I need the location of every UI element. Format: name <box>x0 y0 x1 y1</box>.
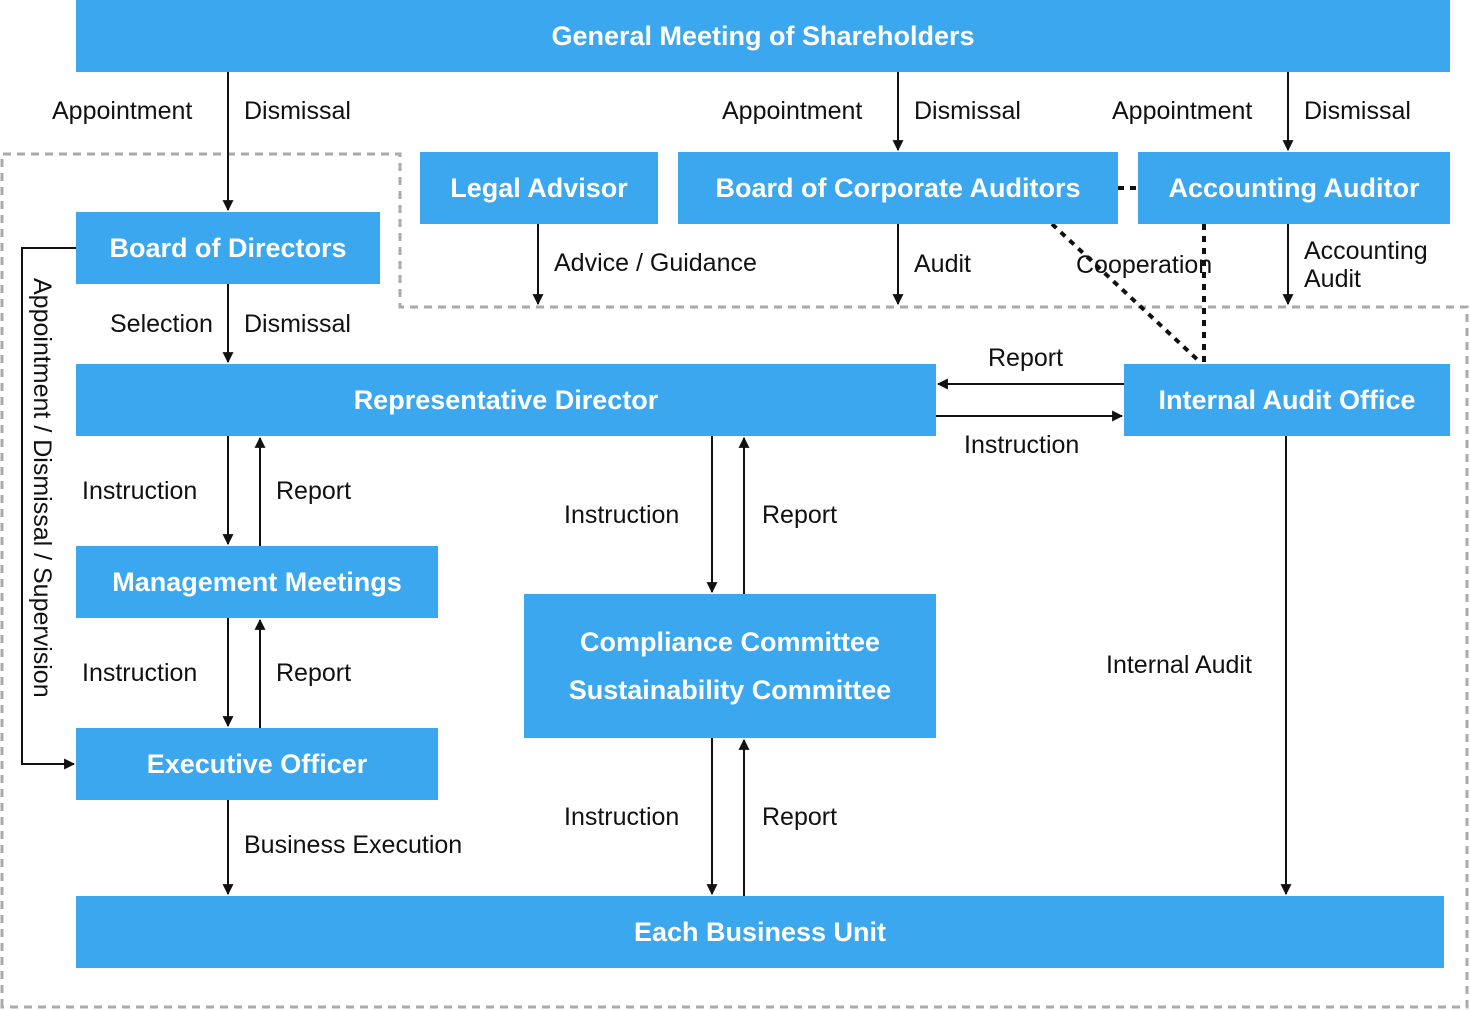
box-accounting-auditor: Accounting Auditor <box>1138 152 1450 224</box>
box-business-unit: Each Business Unit <box>76 896 1444 968</box>
label-internal-audit: Internal Audit <box>1106 651 1252 679</box>
box-corporate-auditors-label: Board of Corporate Auditors <box>715 173 1081 203</box>
audit-scope-border <box>0 152 1469 1009</box>
box-board-of-directors-label: Board of Directors <box>109 233 347 263</box>
arrow-board-to-executive <box>21 247 76 770</box>
box-shareholders: General Meeting of Shareholders <box>76 0 1450 72</box>
label-report-exec: Report <box>276 659 352 687</box>
box-board-of-directors: Board of Directors <box>76 212 380 284</box>
label-business-execution: Business Execution <box>244 831 463 859</box>
box-committees: Compliance Committee Sustainability Comm… <box>524 594 936 738</box>
box-executive-officer-label: Executive Officer <box>146 749 368 779</box>
label-appointment-auditors: Appointment <box>722 97 863 125</box>
label-cooperation: Cooperation <box>1076 251 1213 279</box>
label-appointment-board: Appointment <box>52 97 193 125</box>
label-dismissal-accounting: Dismissal <box>1304 97 1411 125</box>
box-management-meetings: Management Meetings <box>76 546 438 618</box>
label-appointment-dismissal-supervision: Appointment / Dismissal / Supervision <box>28 278 56 698</box>
box-corporate-auditors: Board of Corporate Auditors <box>678 152 1118 224</box>
box-representative-director-label: Representative Director <box>353 385 659 415</box>
box-shareholders-label: General Meeting of Shareholders <box>551 21 975 51</box>
label-instruction-committee: Instruction <box>564 501 680 529</box>
label-report-committee: Report <box>762 501 838 529</box>
box-business-unit-label: Each Business Unit <box>633 917 887 947</box>
label-audit: Audit <box>914 250 971 278</box>
label-instruction-bu: Instruction <box>564 803 680 831</box>
label-instruction-mgmt: Instruction <box>82 477 198 505</box>
box-legal-advisor: Legal Advisor <box>420 152 658 224</box>
box-accounting-auditor-label: Accounting Auditor <box>1168 173 1420 203</box>
box-sustainability-committee-label: Sustainability Committee <box>568 675 892 705</box>
label-selection: Selection <box>110 310 213 338</box>
box-compliance-committee-label: Compliance Committee <box>579 627 881 657</box>
box-internal-audit-office-label: Internal Audit Office <box>1158 385 1416 415</box>
box-executive-officer: Executive Officer <box>76 728 438 800</box>
label-instruction-exec: Instruction <box>82 659 198 687</box>
box-legal-advisor-label: Legal Advisor <box>450 173 628 203</box>
label-dismissal-auditors: Dismissal <box>914 97 1021 125</box>
box-management-meetings-label: Management Meetings <box>112 567 402 597</box>
label-accounting-audit-1: Accounting <box>1304 237 1428 265</box>
cooperation-line-auditors-internal <box>1050 222 1202 364</box>
label-report-ia: Report <box>988 344 1064 372</box>
label-advice-guidance: Advice / Guidance <box>554 249 757 277</box>
label-dismissal-board: Dismissal <box>244 97 351 125</box>
label-report-mgmt: Report <box>276 477 352 505</box>
label-dismissal-rep: Dismissal <box>244 310 351 338</box>
label-accounting-audit-2: Audit <box>1304 265 1361 293</box>
label-instruction-ia: Instruction <box>964 431 1080 459</box>
box-representative-director: Representative Director <box>76 364 936 436</box>
label-report-bu: Report <box>762 803 838 831</box>
box-internal-audit-office: Internal Audit Office <box>1124 364 1450 436</box>
label-appointment-accounting: Appointment <box>1112 97 1253 125</box>
